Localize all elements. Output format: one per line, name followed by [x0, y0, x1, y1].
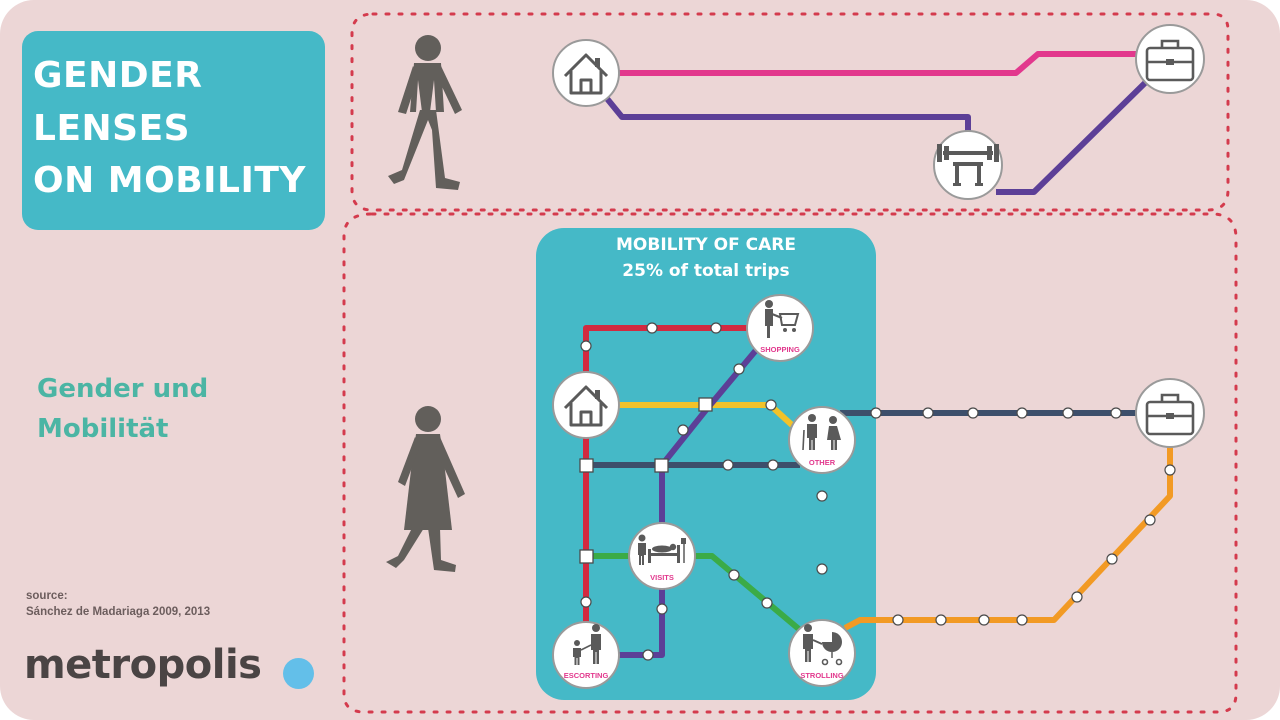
- title-line-3: ON MOBILITY: [33, 160, 306, 201]
- care-title-line-1: MOBILITY OF CARE: [616, 235, 796, 255]
- brand-logo: metropolis: [24, 642, 262, 688]
- escorting-label: ESCORTING: [564, 671, 609, 680]
- visits-label: VISITS: [650, 573, 674, 582]
- home-node-care: [552, 371, 620, 439]
- mobility-of-care-title: MOBILITY OF CARE 25% of total trips: [536, 232, 876, 284]
- briefcase-icon: [1145, 39, 1195, 82]
- walking-woman-icon: [386, 406, 465, 572]
- side-text-line-2: Mobilität: [37, 414, 169, 444]
- escorting-node: ESCORTING: [552, 621, 620, 689]
- home-node-top: [552, 39, 620, 107]
- source-text: Sánchez de Madariaga 2009, 2013: [26, 606, 211, 618]
- interchange-squares: [579, 397, 713, 564]
- visits-node: VISITS: [628, 522, 696, 590]
- source-note: source: Sánchez de Madariaga 2009, 2013: [26, 588, 210, 620]
- gender-und-mobilitaet-text: Gender und Mobilität: [37, 369, 208, 449]
- side-text-line-1: Gender und: [37, 374, 209, 404]
- brand-dot-icon: [283, 658, 314, 689]
- escorting-child-icon: [573, 624, 601, 665]
- strolling-label: STROLLING: [800, 671, 843, 680]
- care-title-line-2: 25% of total trips: [622, 261, 790, 281]
- source-label: source:: [26, 590, 68, 602]
- hospital-bed-icon: [638, 534, 686, 565]
- other-node: OTHER: [788, 406, 856, 474]
- route-home-work-pink: [586, 51, 1170, 76]
- route-gym-work-purple: [996, 75, 1153, 195]
- briefcase-icon: [1145, 393, 1195, 436]
- strolling-node: STROLLING: [788, 619, 856, 687]
- title-line-2: LENSES: [33, 108, 191, 149]
- walking-man-icon: [388, 35, 462, 190]
- elderly-child-icon: [802, 414, 841, 451]
- shopping-label: SHOPPING: [760, 345, 800, 354]
- shopping-cart-icon: [765, 300, 800, 338]
- house-icon: [563, 53, 609, 95]
- work-node-top: [1135, 24, 1205, 94]
- title-line-1: GENDER: [33, 55, 203, 96]
- line-orange: [843, 440, 1173, 631]
- gym-icon: [937, 144, 999, 186]
- title-box: GENDER LENSES ON MOBILITY: [22, 31, 325, 230]
- stroller-icon: [803, 624, 843, 666]
- house-icon: [563, 385, 609, 427]
- gym-node: [933, 130, 1003, 200]
- shopping-node: SHOPPING: [746, 294, 814, 362]
- stop-dots: [580, 322, 1176, 661]
- top-section-border: [350, 12, 1230, 212]
- bottom-section-border: [342, 212, 1238, 714]
- other-label: OTHER: [809, 458, 836, 467]
- work-node-care: [1135, 378, 1205, 448]
